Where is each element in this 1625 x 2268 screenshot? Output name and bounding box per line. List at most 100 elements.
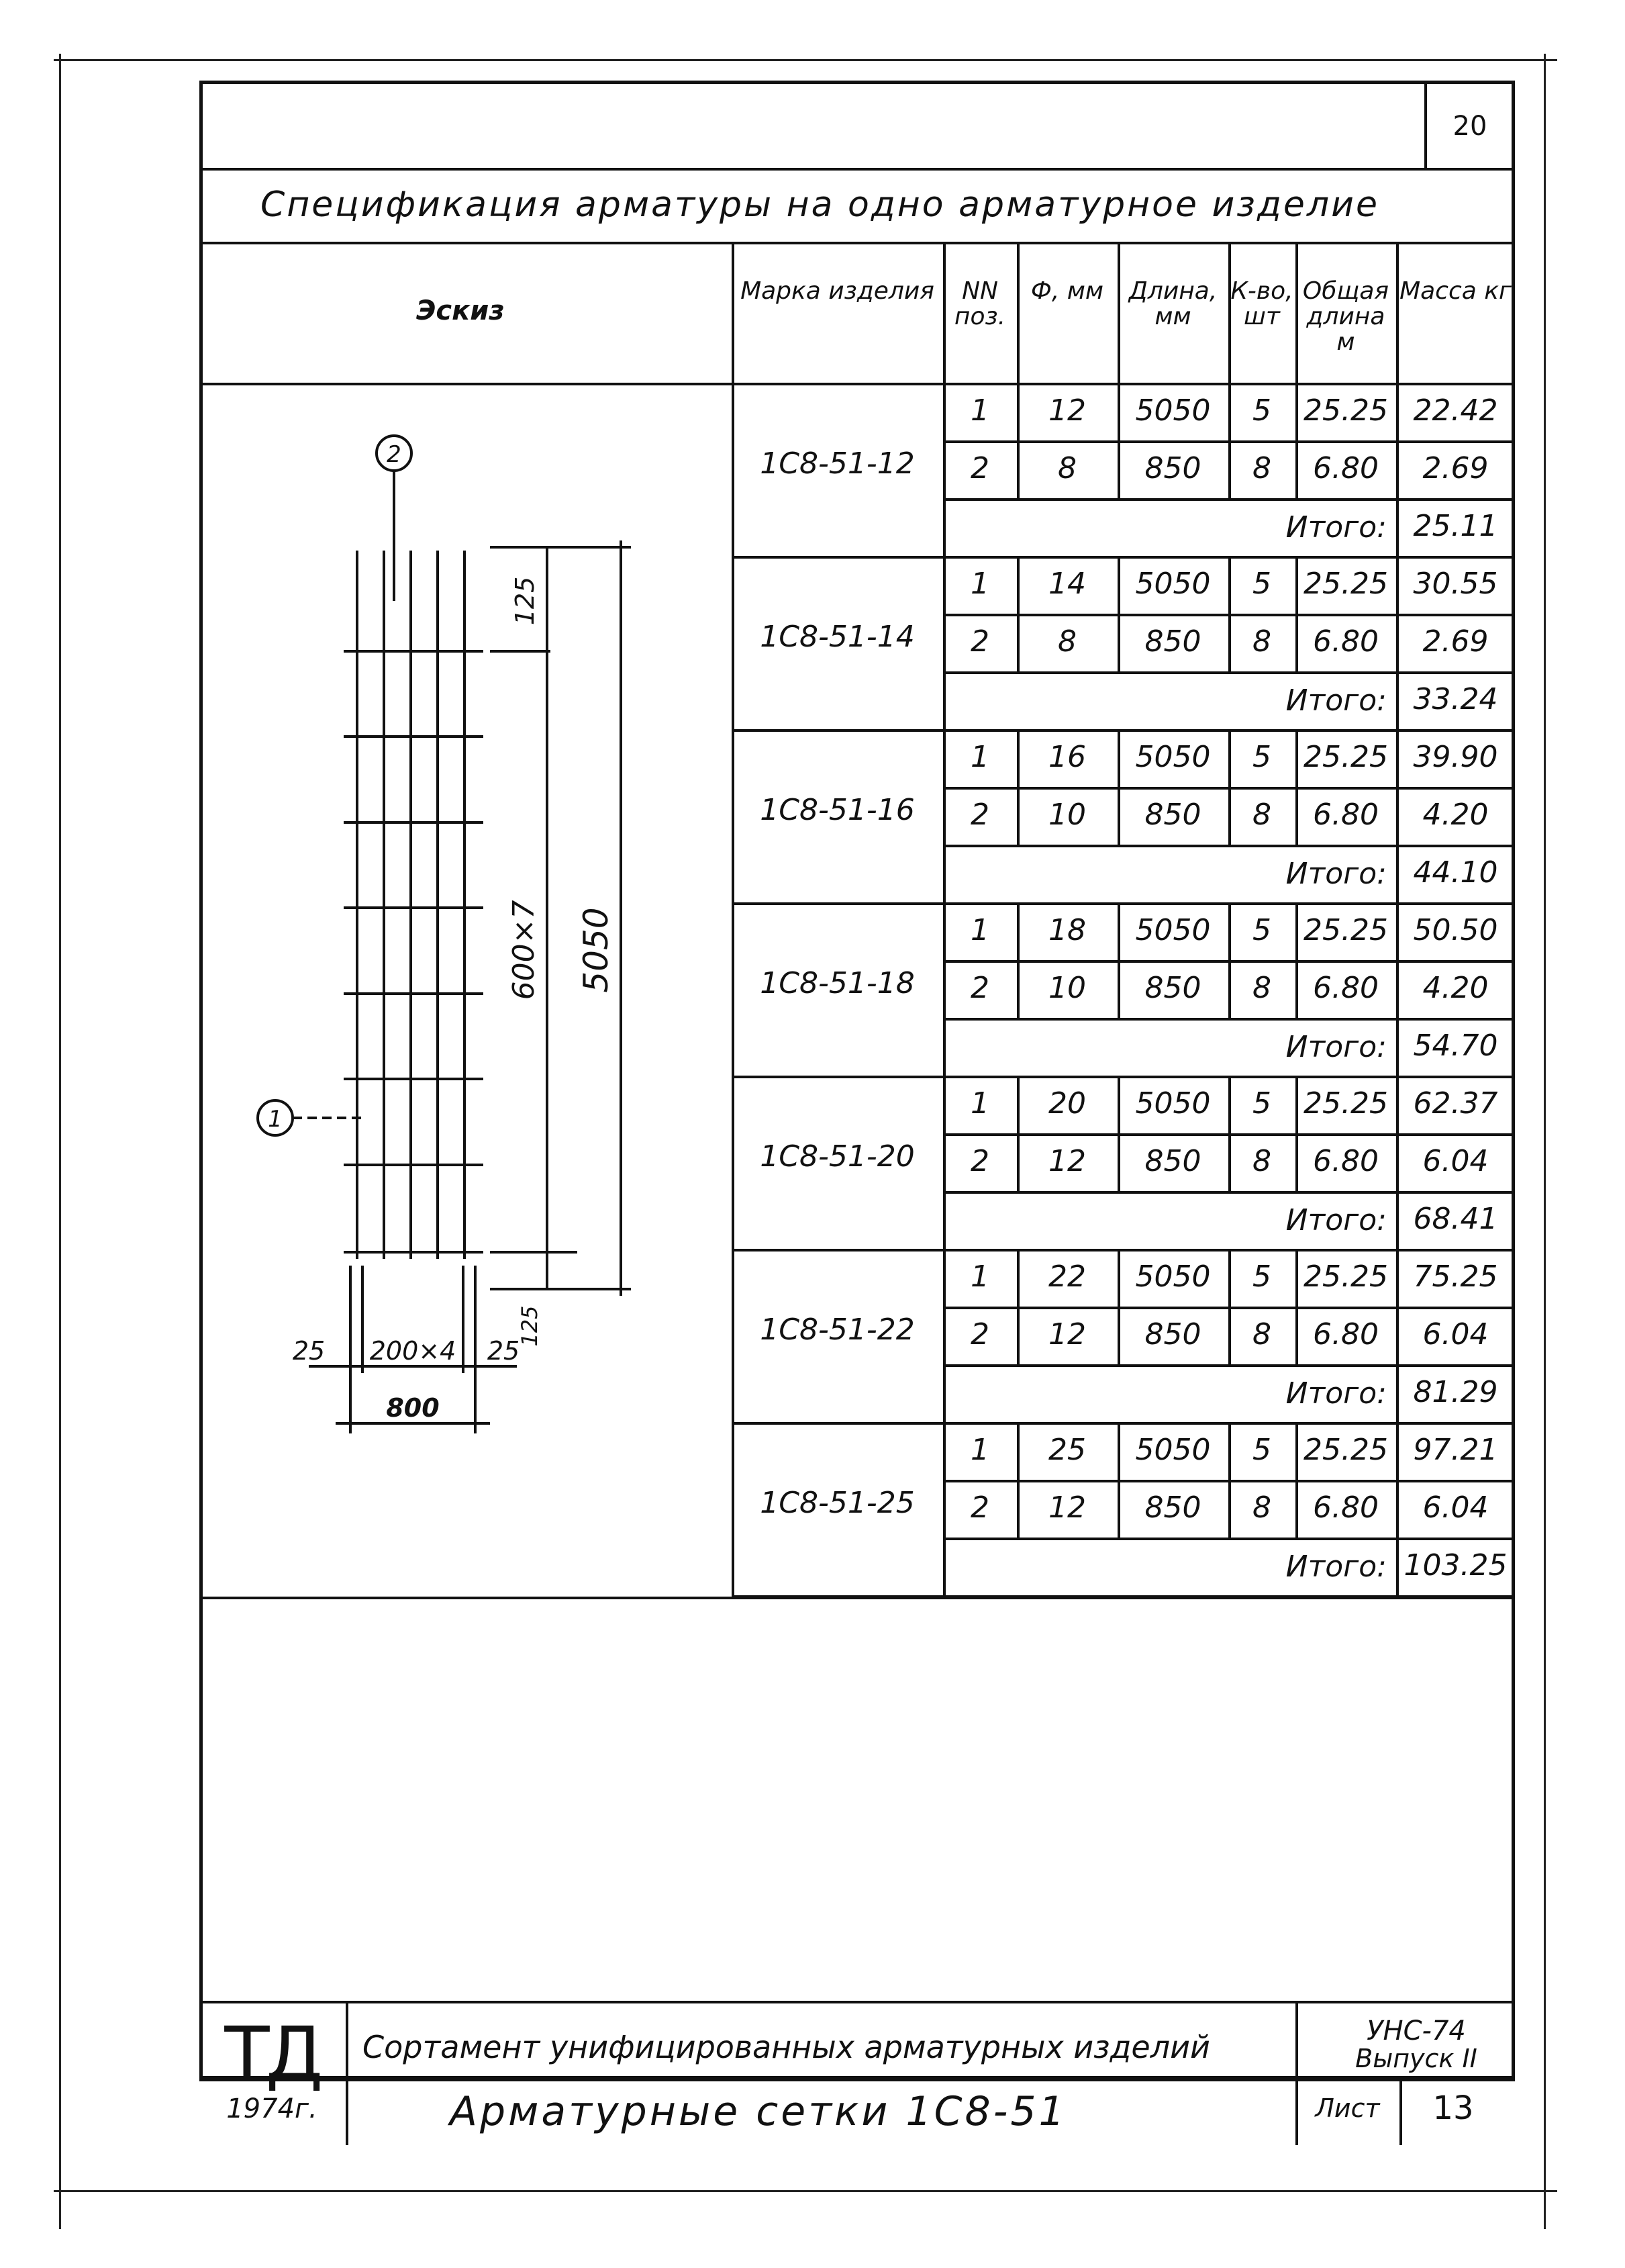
dim-width-label: 800 (386, 1393, 439, 1423)
rule (732, 1249, 1515, 1251)
table-cell: 850 (1144, 451, 1201, 485)
total-label: Итого: (1285, 857, 1387, 891)
table-cell: 5 (1252, 1260, 1271, 1294)
table-cell: 12 (1048, 1317, 1086, 1352)
rule (943, 1480, 1515, 1482)
table-cell: 850 (1144, 798, 1201, 832)
table-cell: 6.80 (1313, 1317, 1379, 1352)
table-cell: 6.80 (1313, 1144, 1379, 1178)
rule (1396, 242, 1399, 1597)
table-cell: 25.25 (1303, 913, 1388, 947)
table-cell: 12 (1048, 393, 1086, 428)
dim-total-label: 5050 (577, 907, 615, 992)
table-cell: 4.20 (1422, 798, 1489, 832)
rule (732, 1422, 1515, 1425)
table-cell: 2 (971, 1491, 989, 1525)
rule (199, 168, 1515, 171)
table-cell: 1 (971, 1260, 989, 1294)
table-cell: 2 (971, 1317, 989, 1352)
total-value: 25.11 (1413, 509, 1498, 543)
product-mark: 1С8-51-22 (760, 1312, 915, 1347)
table-cell: 2 (971, 451, 989, 485)
dim-top-label: 125 (510, 577, 540, 626)
rule (732, 1076, 1515, 1078)
total-row-bg (946, 1540, 1396, 1595)
table-cell: 2 (971, 971, 989, 1005)
total-row-bg (946, 847, 1396, 902)
table-cell: 5050 (1135, 1086, 1211, 1121)
table-cell: 10 (1048, 971, 1086, 1005)
total-value: 54.70 (1413, 1029, 1498, 1063)
table-cell: 6.04 (1422, 1491, 1489, 1525)
table-cell: 4.20 (1422, 971, 1489, 1005)
table-cell: 8 (1252, 624, 1271, 659)
table-cell: 2 (971, 624, 989, 659)
rule (1118, 242, 1120, 1597)
table-cell: 5 (1252, 1086, 1271, 1121)
rule (1295, 242, 1298, 1597)
table-cell: 6.80 (1313, 798, 1379, 832)
table-cell: 1 (971, 1086, 989, 1121)
header-length: Длина, мм (1128, 277, 1218, 330)
mesh-sketch: 2 1 125 600×7 5050 125 25 200×4 25 800 (256, 434, 631, 1433)
table-cell: 850 (1144, 1491, 1201, 1525)
table-cell: 5050 (1135, 567, 1211, 601)
table-cell: 2 (971, 798, 989, 832)
table-cell: 25.25 (1303, 740, 1388, 774)
document-series-title: Сортамент унифицированных арматурных изд… (362, 2029, 1210, 2065)
rule (1399, 2076, 1402, 2145)
total-label: Итого: (1285, 1550, 1387, 1584)
table-cell: 20 (1048, 1086, 1086, 1121)
rule (943, 614, 1515, 616)
rule (732, 729, 1515, 732)
crop-line-top (54, 59, 1557, 61)
table-cell: 25.25 (1303, 1433, 1388, 1467)
dim-left-label: 25 (293, 1336, 325, 1366)
total-row-bg (946, 1367, 1396, 1422)
table-cell: 75.25 (1413, 1260, 1498, 1294)
table-cell: 12 (1048, 1491, 1086, 1525)
header-mass: Масса кг (1399, 277, 1512, 305)
table-cell: 8 (1252, 1144, 1271, 1178)
drawing-frame (199, 81, 1515, 2081)
table-cell: 8 (1252, 1317, 1271, 1352)
rule (943, 1133, 1515, 1136)
table-cell: 2.69 (1422, 451, 1489, 485)
table-cell: 14 (1048, 567, 1086, 601)
table-cell: 50.50 (1413, 913, 1498, 947)
table-cell: 8 (1252, 451, 1271, 485)
header-total-length: Общая длина м (1302, 277, 1389, 356)
table-cell: 850 (1144, 971, 1201, 1005)
crop-line-bottom (54, 2190, 1557, 2192)
table-cell: 2.69 (1422, 624, 1489, 659)
header-pos: NN поз. (954, 277, 1006, 330)
table-cell: 22 (1048, 1260, 1086, 1294)
rule (199, 2076, 1515, 2079)
table-cell: 1 (971, 913, 989, 947)
table-cell: 12 (1048, 1144, 1086, 1178)
table-cell: 25 (1048, 1433, 1086, 1467)
table-cell: 1 (971, 1433, 989, 1467)
rule (1424, 81, 1427, 168)
rule (943, 1018, 1515, 1021)
table-cell: 5050 (1135, 1260, 1211, 1294)
header-dia: Ф, мм (1030, 277, 1104, 305)
rule (346, 2001, 348, 2145)
rule (1295, 2001, 1298, 2145)
total-row-bg (946, 1021, 1396, 1076)
total-row-bg (946, 501, 1396, 556)
crop-line-left (59, 54, 61, 2229)
rule (943, 440, 1515, 443)
total-label: Итого: (1285, 1203, 1387, 1237)
header-qty: К-во, шт (1230, 277, 1293, 330)
rule (943, 671, 1515, 674)
table-cell: 2 (971, 1144, 989, 1178)
table-cell: 6.80 (1313, 1491, 1379, 1525)
total-value: 103.25 (1404, 1548, 1508, 1582)
rule (943, 960, 1515, 963)
total-label: Итого: (1285, 1376, 1387, 1411)
crop-line-right (1544, 54, 1546, 2229)
dim-bottom-label: 125 (517, 1305, 542, 1346)
total-label: Итого: (1285, 1030, 1387, 1064)
table-cell: 5 (1252, 1433, 1271, 1467)
